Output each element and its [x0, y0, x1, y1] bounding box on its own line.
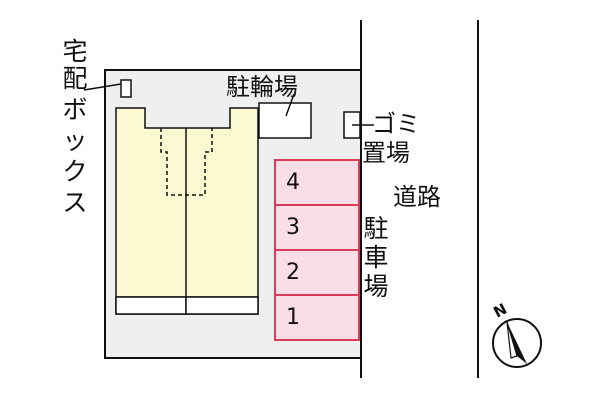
compass-icon	[492, 318, 542, 368]
parking-slot-1	[274, 294, 360, 341]
parking-label: 駐 車 場	[363, 214, 389, 301]
bicycle-parking-leader	[285, 93, 295, 117]
bicycle-parking-label: 駐輪場	[226, 73, 298, 101]
delivery-box	[120, 79, 132, 98]
parking-slot-4-number: 4	[286, 170, 300, 195]
road-label: 道路	[393, 183, 441, 211]
balcony-right	[185, 296, 259, 315]
bicycle-parking-area	[258, 102, 312, 139]
stair-outline	[160, 128, 213, 196]
parking-slot-2	[274, 249, 360, 296]
garbage-area-label-1: ゴミ	[372, 110, 420, 138]
parking-slot-2-number: 2	[286, 260, 300, 285]
building-footprint	[115, 107, 259, 315]
parking-slot-1-number: 1	[286, 305, 300, 330]
delivery-box-leader	[83, 83, 122, 91]
compass-north-label: N	[490, 300, 510, 322]
balcony-left	[115, 296, 187, 315]
garbage-area-label-2: 置場	[362, 139, 410, 167]
parking-slot-3-number: 3	[286, 215, 300, 240]
parking-slot-4	[274, 159, 360, 206]
delivery-box-label: 宅 配 ボ ッ ク ス	[62, 37, 88, 217]
